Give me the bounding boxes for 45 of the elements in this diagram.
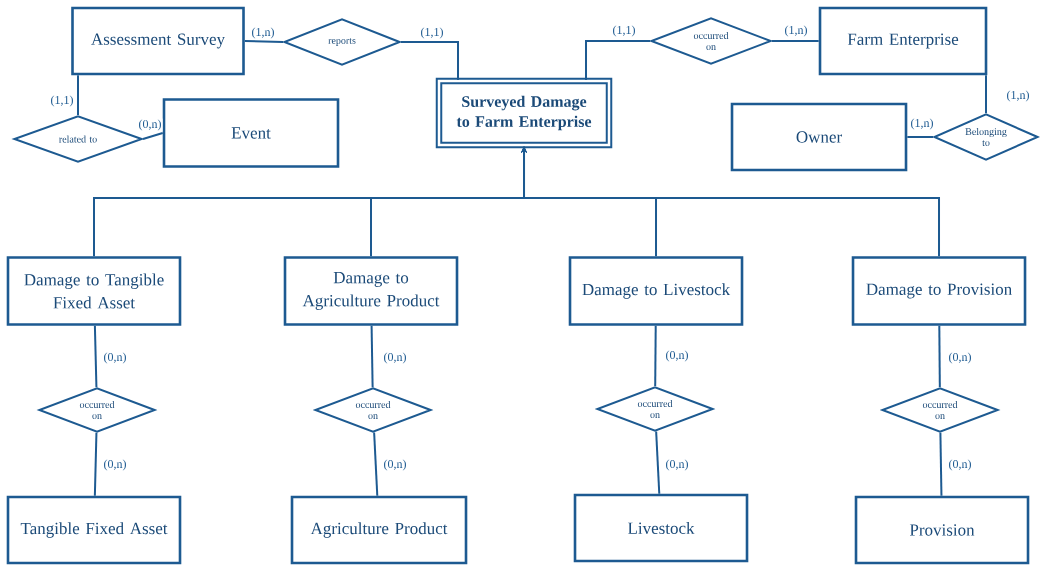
connector — [243, 40, 284, 43]
cardinality-label: (0,n) — [102, 458, 128, 472]
cardinality-label: (1,n) — [783, 24, 809, 38]
cardinality-label: (0,n) — [102, 351, 128, 365]
connector — [373, 431, 379, 497]
cardinality-label: (0,n) — [382, 351, 408, 365]
cardinality-label: (1,1) — [419, 26, 445, 40]
entity-box: Assessment Survey — [71, 6, 245, 76]
entity-box: Owner — [730, 102, 908, 172]
cardinality-label: (0,n) — [382, 458, 408, 472]
connector — [520, 146, 940, 258]
connector — [938, 324, 941, 389]
connector — [77, 74, 79, 116]
connector — [93, 431, 98, 497]
connector — [939, 431, 943, 497]
entity-box: Damage to Provision — [851, 256, 1027, 326]
entity-box: Farm Enterprise — [818, 6, 988, 76]
cardinality-label: (0,n) — [664, 458, 690, 472]
connector — [654, 324, 657, 388]
entity-box: Damage to Livestock — [568, 256, 744, 326]
connector — [771, 40, 820, 42]
cardinality-label: (0,n) — [947, 351, 973, 365]
cardinality-label: (1,n) — [1005, 89, 1031, 103]
connector — [93, 324, 98, 389]
connector — [400, 41, 459, 81]
connector — [585, 40, 651, 81]
weak-entity-box: Surveyed Damage to Farm Enterprise — [435, 77, 613, 149]
entity-box: Livestock — [573, 493, 749, 563]
connector — [985, 74, 987, 114]
cardinality-label: (0,n) — [664, 349, 690, 363]
cardinality-label: (1,1) — [49, 94, 75, 108]
connector — [655, 430, 661, 495]
connector — [906, 136, 934, 138]
entity-box: Agriculture Product — [290, 495, 468, 565]
entity-box: Damage to Agriculture Product — [283, 256, 459, 326]
cardinality-label: (1,n) — [250, 26, 276, 40]
entity-box: Tangible Fixed Asset — [6, 495, 182, 565]
cardinality-label: (0,n) — [947, 458, 973, 472]
connector — [370, 324, 374, 389]
entity-box: Event — [162, 98, 340, 168]
entity-box: Damage to Tangible Fixed Asset — [6, 256, 182, 326]
connector — [142, 132, 164, 140]
cardinality-label: (0,n) — [137, 118, 163, 132]
cardinality-label: (1,1) — [611, 24, 637, 38]
entity-box: Provision — [854, 495, 1030, 565]
